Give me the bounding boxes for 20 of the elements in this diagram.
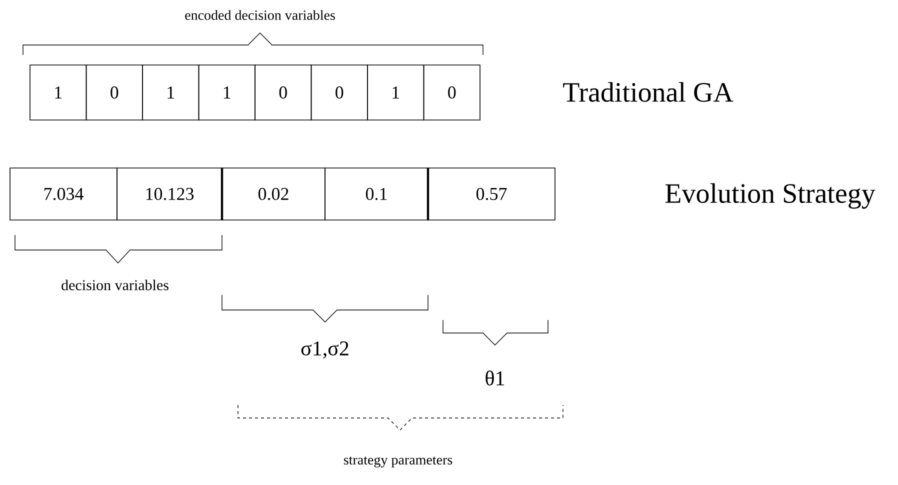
cell: 0 [86, 64, 143, 120]
cell: 0 [310, 64, 368, 120]
cell: 1 [198, 64, 256, 120]
label: encoded decision variables [185, 10, 335, 20]
label: Traditional GA [563, 82, 734, 102]
label: θ1 [486, 370, 504, 386]
label: Evolution Strategy [665, 183, 876, 209]
cell: 0 [423, 64, 480, 120]
cell: 1 [30, 64, 87, 120]
cell: 7.034 [10, 168, 118, 220]
label: σ1,σ2 [301, 341, 348, 359]
cell: 0.57 [428, 168, 556, 220]
cell: 0.1 [324, 168, 428, 220]
cell: 10.123 [116, 168, 222, 220]
cell: 1 [367, 64, 424, 120]
cell: 0.02 [222, 168, 326, 220]
label: decision variables [62, 280, 168, 290]
cell: 1 [142, 64, 200, 120]
label: strategy parameters [344, 456, 452, 468]
cell: 0 [254, 64, 312, 120]
